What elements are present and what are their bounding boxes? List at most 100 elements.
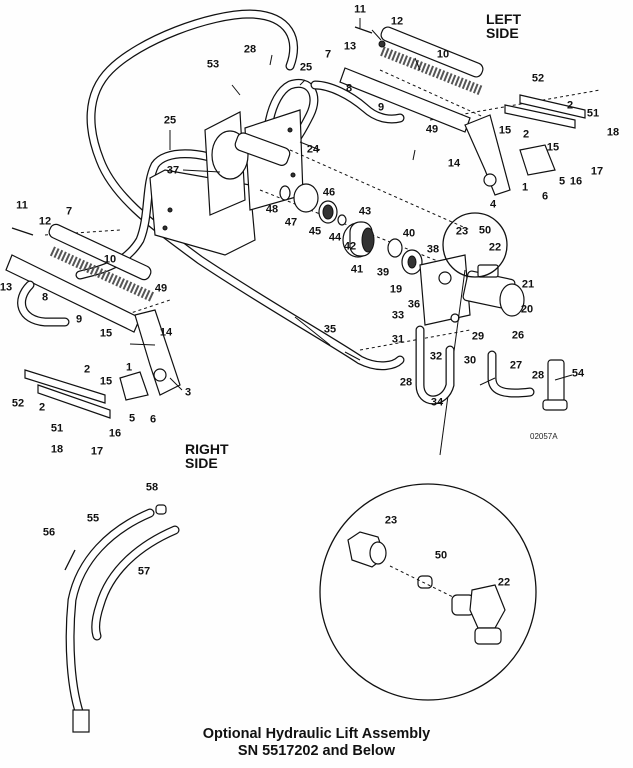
callout-label-54: 54 [571,367,585,380]
right-side-label-line2: SIDE [185,455,218,471]
callout-label-9: 9 [377,101,385,114]
callout-label-11: 11 [354,3,366,16]
callout-label-41: 41 [350,263,364,276]
callout-label-17: 17 [590,165,604,178]
callout-label-52: 52 [11,397,25,410]
callout-label-35: 35 [323,323,337,336]
callout-label-33: 33 [391,309,405,322]
callout-label-46: 46 [322,186,336,199]
callout-label-32: 32 [429,350,443,363]
callout-label-51: 51 [50,422,64,435]
callout-label-5: 5 [558,175,566,188]
right-side-label: RIGHT SIDE [185,442,229,470]
callout-label-2: 2 [83,363,91,376]
callout-label-29: 29 [471,330,485,343]
left-side-label-line1: LEFT [486,11,521,27]
figure-title-line2: SN 5517202 and Below [237,743,396,759]
callout-label-10: 10 [103,253,117,266]
hose-34 [415,325,455,405]
callout-label-31: 31 [391,333,405,346]
callout-label-50: 50 [478,224,492,237]
callout-label-49: 49 [425,123,439,136]
callout-label-10: 10 [436,48,450,61]
callout-label-28: 28 [531,369,545,382]
callout-label-2: 2 [38,401,46,414]
callout-label-12: 12 [390,15,404,28]
callout-label-8: 8 [345,82,353,95]
callout-label-28: 28 [399,376,413,389]
callout-label-4: 4 [489,198,497,211]
figure-code: 02057A [530,432,558,441]
callout-label-15: 15 [99,375,113,388]
figure-title-line1: Optional Hydraulic Lift Assembly [202,726,431,742]
callout-label-42: 42 [343,240,357,253]
detail-circle [319,483,537,701]
detail-callout-circle-small [442,212,508,278]
left-cylinder-assembly [339,26,586,196]
callout-label-1: 1 [125,361,133,374]
callout-label-2: 2 [522,128,530,141]
callout-label-18: 18 [50,443,64,456]
left-side-label-line2: SIDE [486,25,519,41]
callout-label-12: 12 [38,215,52,228]
callout-label-22: 22 [488,241,502,254]
callout-label-23: 23 [455,225,469,238]
callout-label-15: 15 [546,141,560,154]
hose-25-long-loop [86,9,405,371]
callout-label-15: 15 [99,327,113,340]
right-side-label-line1: RIGHT [185,441,229,457]
callout-label-13: 13 [343,40,357,53]
callout-label-6: 6 [541,190,549,203]
callout-label-14: 14 [447,157,461,170]
callout-label-58: 58 [145,481,159,494]
callout-label-15: 15 [498,124,512,137]
plug-58 [155,504,167,515]
callout-label-53: 53 [206,58,220,71]
callout-label-8: 8 [41,291,49,304]
callout-label-30: 30 [463,354,477,367]
callout-label-39: 39 [376,266,390,279]
detail-view [319,483,537,701]
callout-label-14: 14 [159,326,173,339]
callout-label-5: 5 [128,412,136,425]
callout-label-37: 37 [166,164,180,177]
callout-label-6: 6 [149,413,157,426]
callout-label-7: 7 [324,48,332,61]
callout-label-23: 23 [384,514,398,527]
callout-label-57: 57 [137,565,151,578]
callout-label-52: 52 [531,72,545,85]
callout-label-9: 9 [75,313,83,326]
callout-label-3: 3 [184,386,192,399]
drive-stack [279,183,423,275]
callout-label-48: 48 [265,203,279,216]
callout-label-49: 49 [154,282,168,295]
hose-left-upper [310,80,405,124]
callout-label-26: 26 [511,329,525,342]
clamp-56 [64,549,76,571]
callout-label-20: 20 [520,303,534,316]
hose-27 [487,350,535,398]
callout-label-17: 17 [90,445,104,458]
hose-57 [91,525,180,641]
callout-label-51: 51 [586,107,600,120]
callout-label-22: 22 [497,576,511,589]
callout-label-2: 2 [566,99,574,112]
callout-label-44: 44 [328,231,342,244]
hose-55 [65,508,155,733]
callout-label-16: 16 [108,427,122,440]
callout-label-25: 25 [299,61,313,74]
callout-label-11: 11 [16,199,28,212]
callout-label-47: 47 [284,216,298,229]
left-side-label: LEFT SIDE [486,12,521,40]
callout-label-40: 40 [402,227,416,240]
pump-mount-bracket [149,109,304,256]
callout-label-18: 18 [606,126,620,139]
callout-label-1: 1 [521,181,529,194]
reservoir-54 [542,359,568,411]
callout-label-24: 24 [306,143,320,156]
callout-label-25: 25 [163,114,177,127]
callout-label-28: 28 [243,43,257,56]
callout-label-19: 19 [389,283,403,296]
